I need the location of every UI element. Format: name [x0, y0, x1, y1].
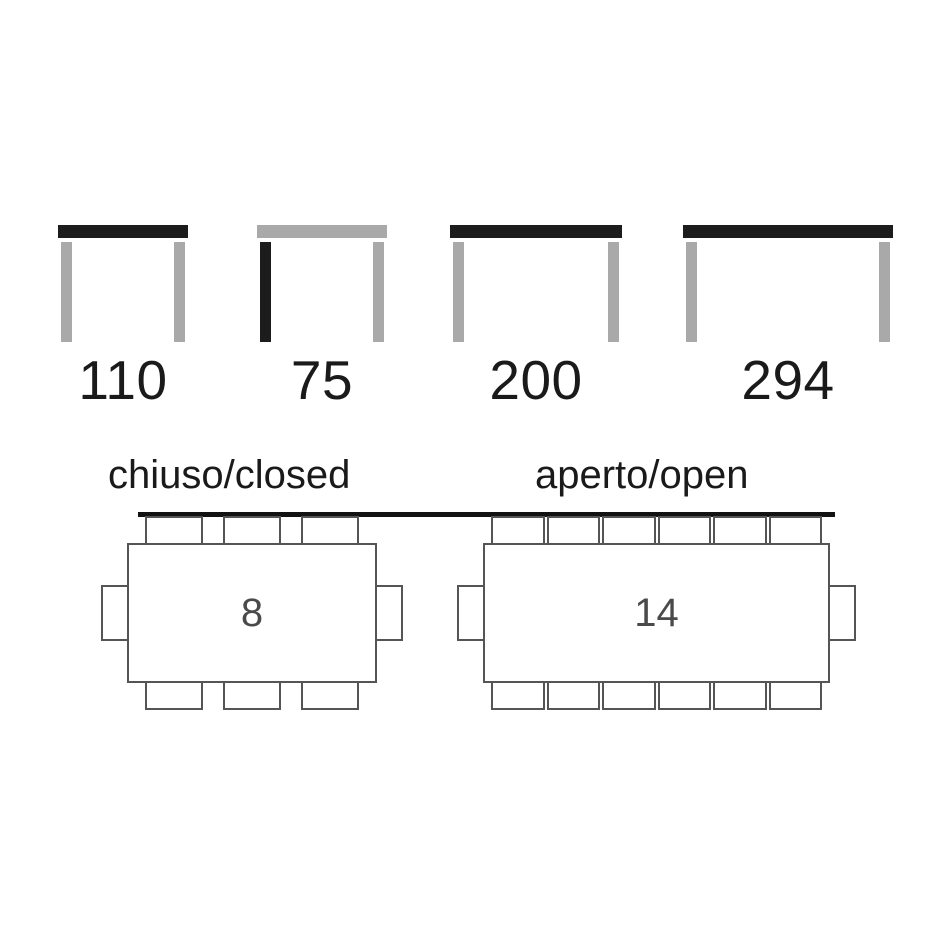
- chair-top: [145, 516, 203, 546]
- table-top-bar-icon: [450, 225, 622, 238]
- chair-top: [301, 516, 359, 546]
- chair-top: [602, 516, 656, 546]
- chair-bottom: [223, 680, 281, 710]
- table-leg-right-icon: [373, 242, 384, 342]
- table-top-bar-icon: [257, 225, 387, 238]
- dimension-label-110: 110: [78, 349, 168, 411]
- dimension-label-75: 75: [290, 349, 354, 411]
- elevation-row: 110 75 200 294: [0, 225, 950, 410]
- chair-top: [713, 516, 767, 546]
- chair-bottom: [768, 680, 822, 710]
- table-plan-closed: 8: [101, 516, 403, 710]
- seat-count-closed: 8: [240, 590, 264, 635]
- table-leg-right-icon: [174, 242, 185, 342]
- table-leg-left-icon: [61, 242, 72, 342]
- chair-bottom: [145, 680, 203, 710]
- chair-bottom: [713, 680, 767, 710]
- table-surface-open: [483, 543, 830, 683]
- chair-right: [375, 585, 403, 641]
- section-divider-rule: [138, 512, 835, 517]
- table-top-bar-icon: [58, 225, 188, 238]
- table-leg-left-icon: [453, 242, 464, 342]
- chair-top: [657, 516, 711, 546]
- table-leg-right-icon: [608, 242, 619, 342]
- table-top-bar-icon: [683, 225, 893, 238]
- caption-chiuso-closed: chiuso/closed: [108, 453, 351, 497]
- chair-bottom: [657, 680, 711, 710]
- elevation-item-length-open: 294: [683, 225, 893, 410]
- chair-right: [828, 585, 856, 641]
- chair-bottom: [602, 680, 656, 710]
- table-surface-closed: [127, 543, 377, 683]
- table-leg-right-icon: [879, 242, 890, 342]
- chair-left: [457, 585, 485, 641]
- elevation-item-height: 75: [257, 225, 387, 410]
- chair-bottom: [546, 680, 600, 710]
- seat-count-open: 14: [634, 590, 679, 635]
- elevation-item-length-closed: 200: [450, 225, 622, 410]
- elevation-item-width-closed: 110: [58, 225, 188, 410]
- table-leg-left-icon: [686, 242, 697, 342]
- chair-top: [768, 516, 822, 546]
- chair-bottom: [491, 680, 545, 710]
- chair-top: [546, 516, 600, 546]
- chair-left: [101, 585, 129, 641]
- dimension-label-294: 294: [741, 349, 835, 411]
- chair-top: [223, 516, 281, 546]
- table-leg-left-icon: [260, 242, 271, 342]
- caption-aperto-open: aperto/open: [535, 453, 749, 497]
- chair-bottom: [301, 680, 359, 710]
- chair-top: [491, 516, 545, 546]
- table-plan-open: 14: [457, 516, 856, 710]
- dimension-label-200: 200: [489, 349, 583, 411]
